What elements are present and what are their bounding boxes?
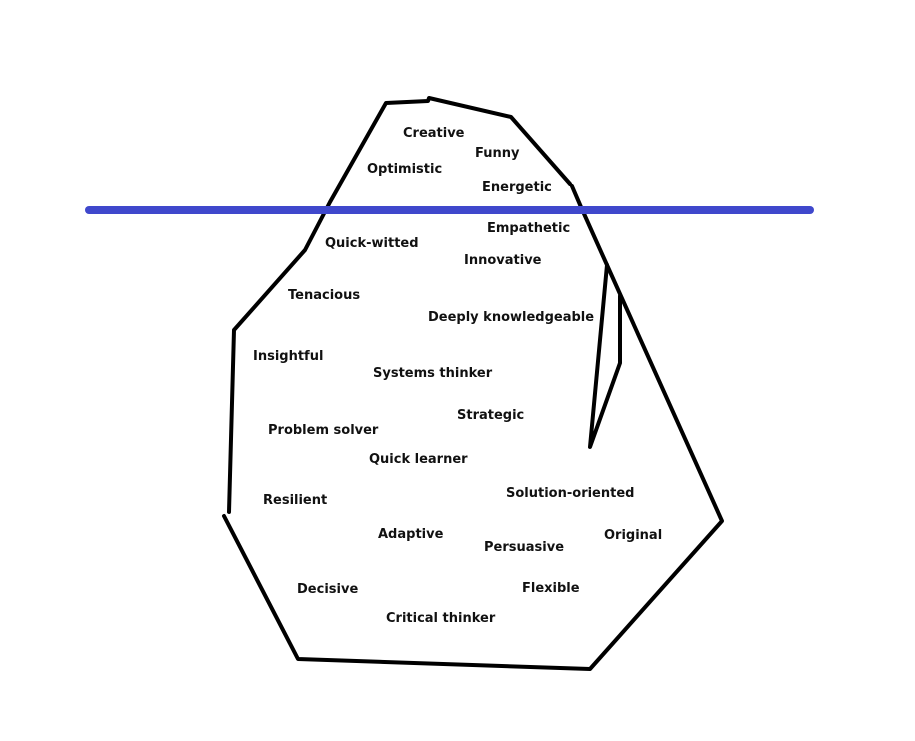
trait-tenacious: Tenacious xyxy=(288,288,361,303)
trait-funny: Funny xyxy=(475,146,520,161)
trait-quick-witted: Quick-witted xyxy=(325,236,419,251)
trait-critical-thinker: Critical thinker xyxy=(386,611,496,626)
trait-solution-oriented: Solution-oriented xyxy=(506,486,635,501)
trait-problem-solver: Problem solver xyxy=(268,423,379,438)
trait-deeply-knowledgeable: Deeply knowledgeable xyxy=(428,310,595,325)
trait-innovative: Innovative xyxy=(464,253,542,268)
iceberg-left-edge xyxy=(227,96,572,514)
trait-resilient: Resilient xyxy=(263,493,328,508)
trait-flexible: Flexible xyxy=(522,581,580,596)
trait-insightful: Insightful xyxy=(253,349,324,364)
trait-original: Original xyxy=(604,528,663,543)
iceberg-inner-crack xyxy=(588,263,622,449)
trait-empathetic: Empathetic xyxy=(487,221,571,236)
trait-adaptive: Adaptive xyxy=(378,527,444,542)
trait-systems-thinker: Systems thinker xyxy=(373,366,493,381)
trait-optimistic: Optimistic xyxy=(367,162,443,177)
trait-energetic: Energetic xyxy=(482,180,552,195)
trait-quick-learner: Quick learner xyxy=(369,452,468,467)
trait-decisive: Decisive xyxy=(297,582,359,597)
trait-strategic: Strategic xyxy=(457,408,525,423)
trait-persuasive: Persuasive xyxy=(484,540,565,555)
trait-creative: Creative xyxy=(403,126,465,141)
